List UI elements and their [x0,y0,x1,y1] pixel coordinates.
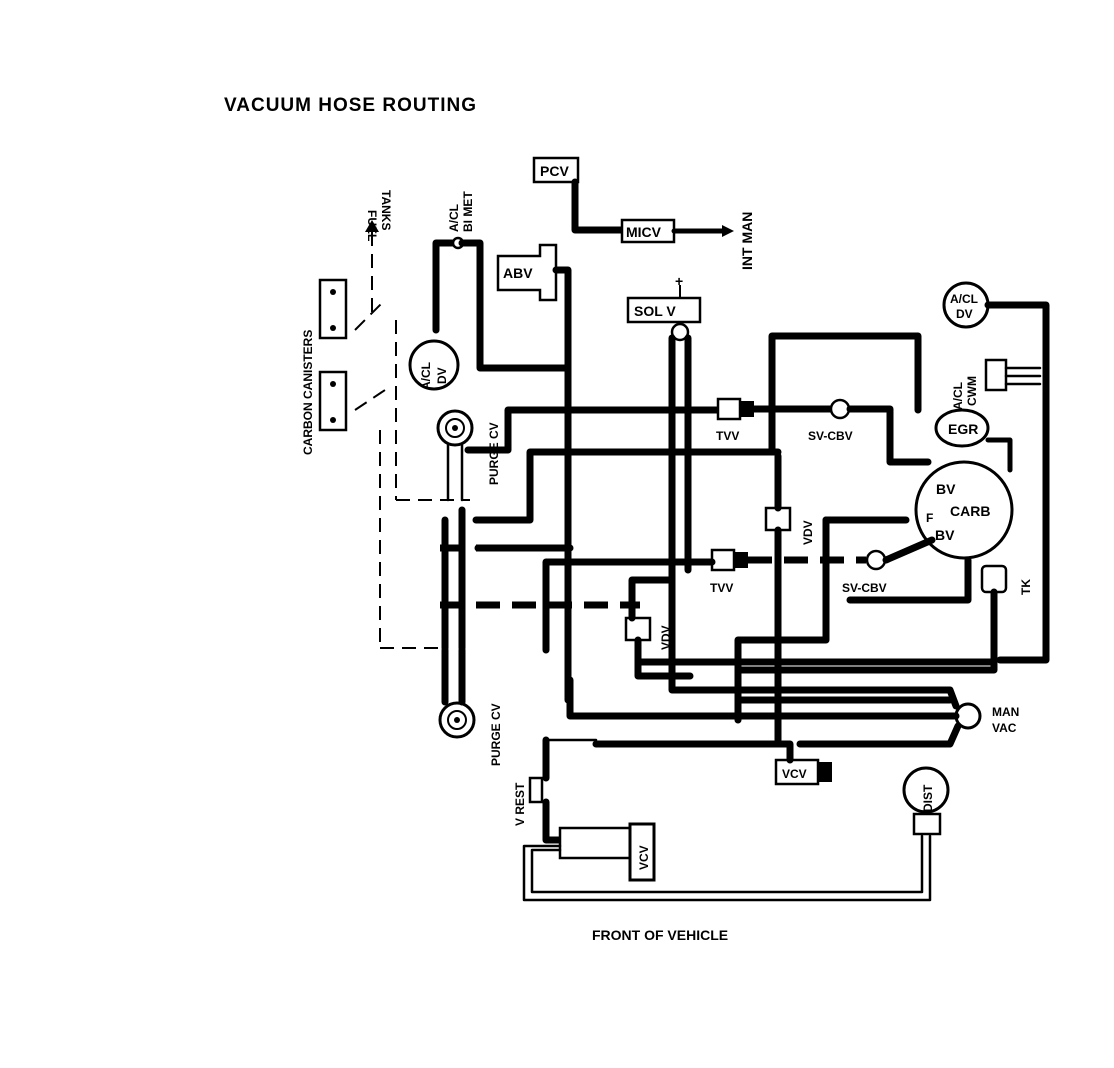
acl-cwm-valve [984,358,1008,392]
vcv-center-label: VCV [782,767,807,781]
sol-v-label: SOL V [634,303,676,319]
pcv-valve: PCV [532,156,580,184]
svg-text:A/CL: A/CL [419,362,433,390]
tk-valve: TK [980,564,1033,595]
carb-label: CARB [950,503,990,519]
svg-text:DV: DV [956,307,973,321]
man-label: MAN [992,705,1019,719]
acl-cwm-label-1: A/CL [951,382,965,410]
acl-dv-right: A/CL DV [942,281,990,329]
tk-label: TK [1019,579,1033,595]
distributor: DIST [902,766,950,836]
egr-valve: EGR [934,408,990,448]
purge-cv-top-label: PURGE CV [487,422,501,485]
svg-text:DV: DV [435,367,449,384]
manifold-vacuum: MAN VAC [954,702,1019,735]
bv-top-label: BV [936,481,956,497]
v-rest: V REST [513,776,544,826]
canister-dashed-lines [354,220,470,649]
abv-valve: ABV [496,243,558,302]
purge-cv-bottom [438,701,476,739]
v-rest-label: V REST [513,782,527,826]
vcv-lower: VCV [558,822,656,882]
sv-cbv-bottom-label: SV-CBV [842,581,887,595]
egr-label: EGR [948,421,978,437]
int-man-label: INT MAN [739,212,755,270]
sv-cbv-top-label: SV-CBV [808,429,853,443]
bv-bottom-label: BV [935,527,955,543]
vdv-lower: VDV [624,616,673,650]
sv-cbv-bottom: SV-CBV [842,549,887,595]
tvv-bottom-label: TVV [710,581,733,595]
tanks-label: TANKS [379,190,393,230]
sv-cbv-top: SV-CBV [808,398,853,443]
tvv-top-label: TVV [716,429,739,443]
acl-dv-left: A/CL DV [408,339,460,391]
purge-cv-bottom-label: PURGE CV [489,703,503,766]
vdv-upper: VDV [764,506,815,545]
sol-v-plus: + [675,273,683,289]
fuel-label: FUEL [365,210,379,241]
micv-label: MICV [626,224,662,240]
vac-label: VAC [992,721,1017,735]
vcv-center: VCV [774,758,832,786]
carbon-canister-bottom [318,370,348,432]
f-label: F [926,511,933,525]
acl-cwm-label-2: CWM [965,376,979,406]
vdv-lower-label: VDV [659,625,673,650]
vdv-upper-label: VDV [801,520,815,545]
acl-bimet-label-2: BI MET [461,191,475,232]
diagram-title: VACUUM HOSE ROUTING [224,95,477,116]
acl-bimet-label-1: A/CL [447,204,461,232]
dist-label: DIST [921,784,935,812]
front-of-vehicle-label: FRONT OF VEHICLE [592,927,728,943]
purge-cv-top [436,409,474,447]
tvv-top: TVV [716,397,754,443]
sol-v-valve: SOL V [626,296,702,342]
carbon-canisters-label: CARBON CANISTERS [301,330,315,455]
tvv-bottom: TVV [710,548,748,595]
carburetor: BV CARB BV F [914,460,1014,560]
abv-label: ABV [503,265,533,281]
svg-text:A/CL: A/CL [950,292,978,306]
carbon-canister-top [318,278,348,340]
vcv-lower-label: VCV [637,845,651,870]
micv-valve: MICV [620,218,676,244]
pcv-label: PCV [540,163,569,179]
